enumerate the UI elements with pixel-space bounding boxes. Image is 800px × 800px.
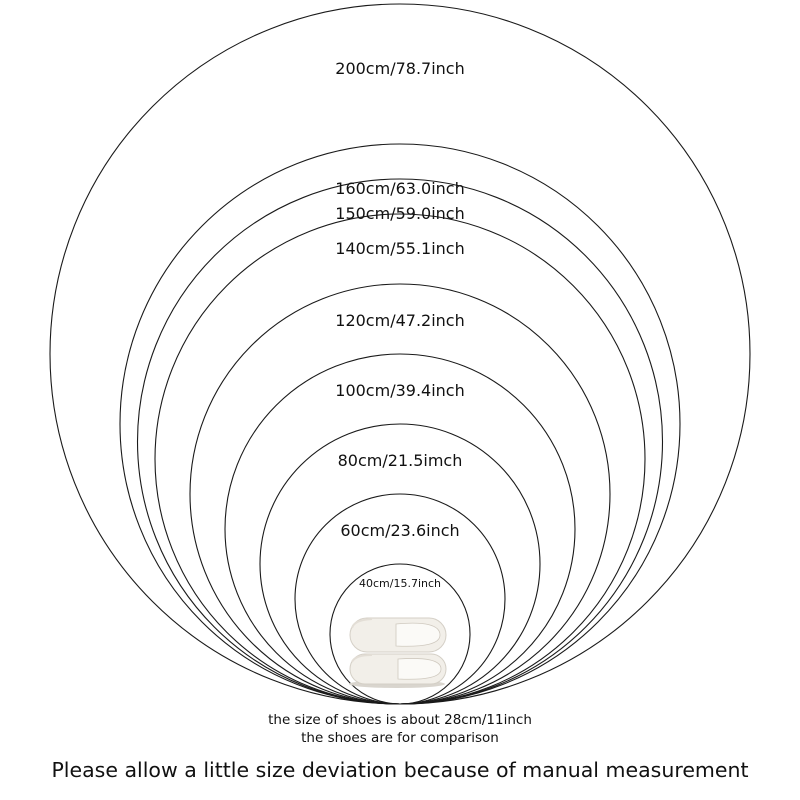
- circle-40cm: [329, 563, 471, 705]
- slipper-bottom-icon: [349, 653, 447, 685]
- circles-group: [49, 3, 751, 705]
- slippers-pair-icon: [349, 617, 447, 688]
- circle-label-80cm: 80cm/21.5imch: [338, 451, 463, 470]
- circle-label-200cm: 200cm/78.7inch: [335, 59, 464, 78]
- measurement-disclaimer: Please allow a little size deviation bec…: [51, 758, 748, 782]
- circle-label-60cm: 60cm/23.6inch: [340, 521, 459, 540]
- circle-label-160cm: 160cm/63.0inch: [335, 179, 464, 198]
- circle-label-40cm: 40cm/15.7inch: [359, 577, 441, 590]
- slipper-top-icon: [349, 617, 447, 653]
- circle-labels-group: 200cm/78.7inch 160cm/63.0inch 150cm/59.0in…: [335, 59, 464, 590]
- circle-label-120cm: 120cm/47.2inch: [335, 311, 464, 330]
- shoe-comparison-note: the shoes are for comparison: [301, 730, 499, 746]
- circle-label-140cm: 140cm/55.1inch: [335, 239, 464, 258]
- circle-label-150cm: 150cm/59.0inch: [335, 204, 464, 223]
- circle-label-100cm: 100cm/39.4inch: [335, 381, 464, 400]
- shoe-size-note: the size of shoes is about 28cm/11inch: [268, 712, 532, 728]
